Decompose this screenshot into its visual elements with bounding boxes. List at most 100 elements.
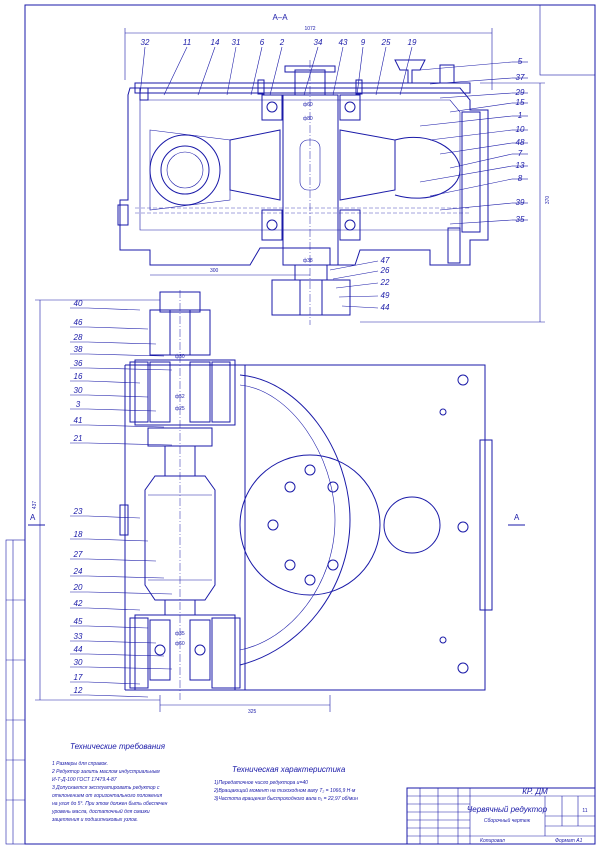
callout-leader: [250, 46, 263, 96]
callout-right-10: 10: [516, 125, 525, 134]
callout-leader: [87, 515, 141, 519]
callout-leader: [87, 625, 149, 629]
callout-leader: [429, 77, 513, 85]
tech-characteristics-title: Техническая характеристика: [232, 765, 346, 774]
callout-left-38: 38: [74, 345, 83, 354]
callout-leader: [419, 61, 513, 71]
title-format: Формат А1: [555, 838, 583, 844]
callout-br-44: 44: [381, 303, 390, 312]
callout-right-37: 37: [516, 73, 525, 82]
callout-leader: [439, 142, 513, 155]
callout-leader: [87, 694, 149, 698]
callout-leader: [87, 591, 173, 595]
callout-left-45: 45: [74, 617, 83, 626]
dim-lower-d3: ф25: [175, 406, 185, 412]
callout-top-19: 19: [408, 38, 417, 47]
callout-right-5: 5: [518, 57, 523, 66]
plan-view: 437 325: [28, 290, 525, 715]
callout-leader: [399, 46, 413, 96]
callout-leader: [87, 353, 165, 357]
tech-requirement-line: 3 Допускается эксплуатировать редуктор с: [52, 785, 160, 791]
callout-left-28: 28: [73, 333, 83, 342]
tech-requirement-line: 2 Редуктор залить маслом индустриальным: [51, 769, 160, 775]
tech-requirement-line: зацепления и подшипниковых узлов.: [51, 817, 138, 823]
callout-br-26: 26: [380, 266, 390, 275]
dim-d-top: ф60: [303, 102, 313, 108]
title-block: КР. ДМ Червячный редуктор Сборочный черт…: [406, 787, 596, 845]
callout-left-21: 21: [73, 434, 83, 443]
callout-left-27: 27: [73, 550, 83, 559]
tech-requirements: Технические требования 1 Размеры для спр…: [51, 742, 168, 823]
callout-left-30: 30: [74, 658, 83, 667]
callout-top-6: 6: [260, 38, 265, 47]
callout-leader: [303, 46, 319, 96]
callout-left-16: 16: [74, 372, 83, 381]
callout-right-29: 29: [515, 88, 525, 97]
callout-leader: [335, 282, 379, 289]
callout-leader: [439, 92, 513, 99]
title-code: КР. ДМ: [522, 787, 548, 796]
callout-leader: [87, 607, 141, 611]
callout-leader: [87, 326, 149, 330]
callout-br-49: 49: [381, 291, 390, 300]
callout-leader: [338, 295, 379, 298]
callout-left-17: 17: [74, 673, 83, 682]
callout-leader: [449, 102, 513, 113]
tech-characteristics: Техническая характеристика 1)Передаточно…: [213, 765, 358, 802]
callout-right-15: 15: [516, 98, 525, 107]
dim-lower-d4: ф35: [175, 631, 185, 637]
callout-leader: [139, 46, 146, 96]
callout-leader: [87, 681, 141, 685]
section-marker-right: А: [514, 513, 520, 522]
callout-top-32: 32: [141, 38, 150, 47]
callout-top-34: 34: [314, 38, 323, 47]
callout-leader: [429, 178, 513, 197]
callout-left-44: 44: [74, 645, 83, 654]
callout-top-14: 14: [211, 38, 220, 47]
section-marker-left: А: [30, 513, 36, 522]
callout-leader: [87, 666, 173, 670]
dim-lower-d2: ф52: [175, 394, 185, 400]
callout-right-13: 13: [516, 161, 525, 170]
section-label: А–А: [272, 13, 288, 22]
callout-leader: [87, 558, 157, 562]
title-subtitle: Сборочный чертеж: [484, 817, 531, 824]
callout-top-9: 9: [361, 38, 366, 47]
callout-leader: [329, 260, 379, 271]
callout-leader: [197, 46, 216, 96]
title-sheet: 11: [582, 808, 587, 814]
tech-requirement-line: на угол до 5°. При этом должен быть обес…: [52, 801, 168, 807]
callout-leader: [87, 394, 149, 398]
callout-leader: [439, 202, 513, 211]
callout-top-31: 31: [232, 38, 241, 47]
callout-left-42: 42: [74, 599, 83, 608]
callout-left-20: 20: [73, 583, 83, 592]
callout-left-36: 36: [74, 359, 83, 368]
dim-height-lower: 437: [32, 501, 38, 510]
dim-lower-d1: ф30: [175, 354, 185, 360]
callout-right-8: 8: [518, 174, 523, 183]
callout-leader: [87, 408, 157, 412]
tech-requirement-line: 1 Размеры для справок.: [52, 761, 108, 767]
callout-leader: [332, 46, 344, 96]
callout-leader: [419, 165, 513, 183]
callout-left-23: 23: [73, 507, 83, 516]
callout-right-35: 35: [516, 215, 525, 224]
callout-top-25: 25: [381, 38, 391, 47]
callout-leader: [226, 46, 237, 96]
callout-right-39: 39: [516, 198, 525, 207]
callout-leader: [356, 46, 364, 96]
tech-requirements-title: Технические требования: [70, 742, 166, 751]
tech-characteristic-line: 2)Вращающий момент на тихоходном валу Т₂…: [213, 787, 356, 794]
dim-overall-width: 1072: [304, 26, 315, 32]
section-view-aa: 1072 370 ф60 ф80: [117, 26, 551, 325]
tech-requirement-line: И-Т-Д-100 ГОСТ 17479.4-87: [52, 777, 117, 783]
title-name: Червячный редуктор: [467, 805, 548, 814]
callout-top-11: 11: [183, 38, 191, 47]
tech-characteristic-line: 1)Передаточное число редуктора u=40: [214, 780, 308, 786]
callout-leader: [163, 46, 188, 96]
callout-leader: [87, 380, 141, 384]
